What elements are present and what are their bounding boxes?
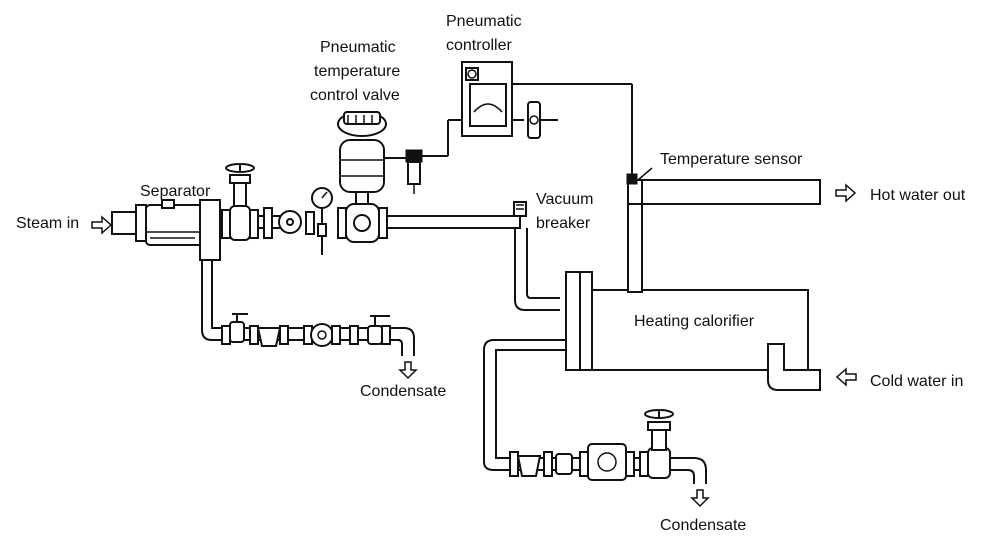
steam-inlet-arrow-icon xyxy=(91,215,113,235)
label-condensate-lower: Condensate xyxy=(660,517,746,534)
pipe-flange xyxy=(263,207,302,239)
steam-trap-icon xyxy=(303,323,341,347)
lower-stop-valve xyxy=(644,409,674,479)
label-controller-line1: Pneumatic xyxy=(446,13,522,30)
temperature-sensor xyxy=(626,167,653,185)
pneumatic-controller xyxy=(461,61,633,175)
upper-condensate-drop xyxy=(390,327,415,356)
pressure-gauge-icon xyxy=(305,187,333,255)
label-cold-water-in: Cold water in xyxy=(870,373,963,390)
strainer-icon xyxy=(249,325,289,347)
vacuum-breaker xyxy=(513,201,527,217)
cold-water-inlet-arrow-icon xyxy=(835,367,857,387)
separator-vessel xyxy=(145,199,221,261)
label-separator: Separator xyxy=(140,183,211,200)
label-valve-line3: control valve xyxy=(310,87,400,104)
label-temperature-sensor: Temperature sensor xyxy=(660,151,803,168)
label-controller-line2: controller xyxy=(446,37,512,54)
condensate-arrow-icon xyxy=(690,489,710,508)
label-vacuum-line2: breaker xyxy=(536,215,591,232)
label-valve-line1: Pneumatic xyxy=(320,39,396,56)
label-steam-in: Steam in xyxy=(16,215,79,232)
hot-water-outlet-arrow-icon xyxy=(835,183,857,203)
label-condensate-upper: Condensate xyxy=(360,383,446,400)
upper-condensate-valve xyxy=(349,315,391,345)
lower-condensate-line xyxy=(483,339,680,481)
cold-water-inlet-pipe xyxy=(767,343,821,391)
stop-valve-icon xyxy=(221,163,259,241)
calorifier-steam-pipe xyxy=(514,228,560,311)
label-vacuum-line1: Vacuum xyxy=(536,191,594,208)
label-hot-water-out: Hot water out xyxy=(870,187,966,204)
hot-water-outlet-pipe xyxy=(627,179,821,293)
pneumatic-control-valve xyxy=(337,111,388,243)
lower-condensate-drop xyxy=(670,457,707,484)
label-valve-line2: temperature xyxy=(314,63,400,80)
label-heating-calorifier: Heating calorifier xyxy=(634,313,755,330)
condensate-arrow-icon xyxy=(398,361,418,380)
air-regulator xyxy=(384,119,462,194)
